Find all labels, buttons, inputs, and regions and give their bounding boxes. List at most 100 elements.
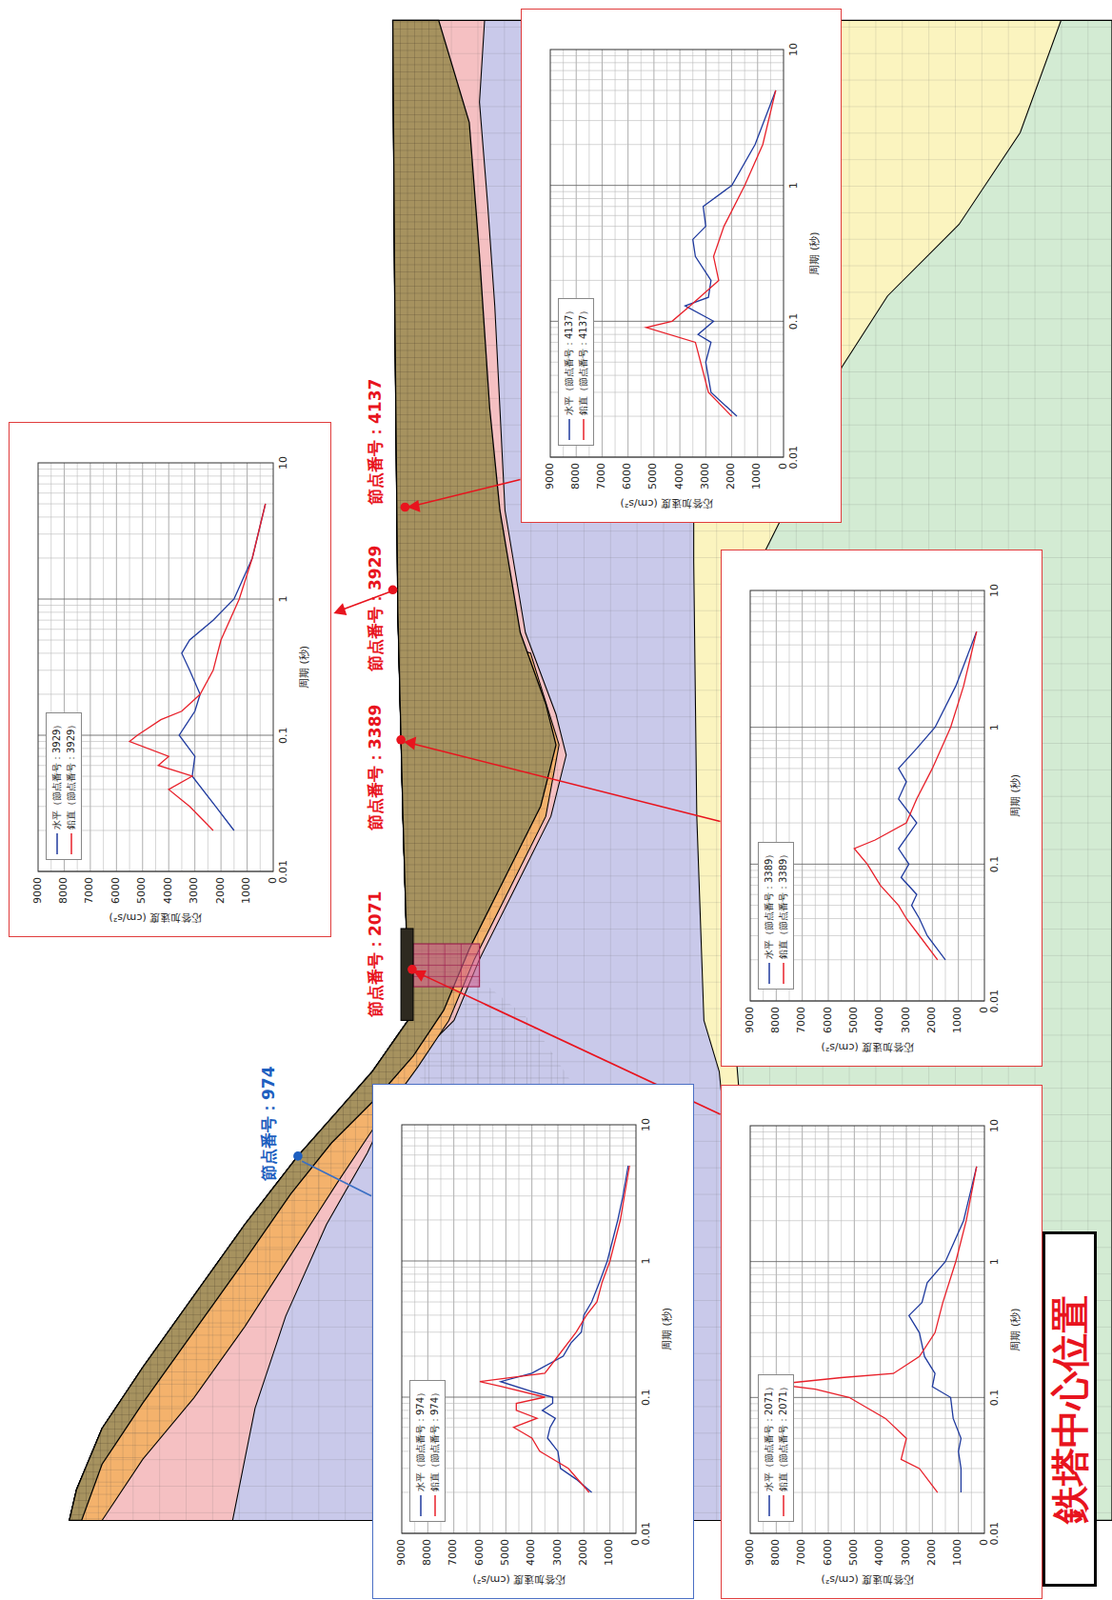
x-tick-label: 1 [989,1257,1002,1265]
spectrum-curve [479,1165,630,1492]
chart-panel: 90008000700060005000400030002000100000.0… [8,421,332,937]
y-tick-label: 5000 [848,1006,861,1033]
node-dot [396,734,406,745]
grid-line [155,462,157,872]
grid-line [750,1301,985,1303]
y-tick-label: 5000 [136,876,149,904]
y-tick-label: 3000 [900,1538,914,1566]
y-tick-label: 2000 [577,1538,591,1566]
spectrum-curve [129,503,266,831]
grid-line [550,55,784,57]
grid-line [750,733,985,735]
y-tick-label: 6000 [110,876,123,904]
legend-row: 鉛直（節点番号：2071） [775,1381,791,1516]
node-dot [400,502,411,513]
y-axis-title: 応答加速度 (cm/s²) [108,911,202,924]
spectrum-curve [500,1165,629,1492]
x-axis-title: 周期 (秒) [661,1307,675,1351]
spectrum-curve [685,90,776,417]
grid-line [750,1331,985,1333]
grid-line [401,1266,636,1268]
grid-line [756,49,758,457]
grid-line [814,1125,816,1533]
grid-line [550,205,784,207]
grid-line [853,1125,855,1533]
grid-line [750,1131,985,1132]
spectrum-curve [646,90,776,417]
leader-line [409,742,721,822]
legend-line-sample [779,1494,788,1516]
grid-line [750,1154,985,1156]
grid-line [89,462,91,872]
legend-text: 鉛直（節点番号：2071） [776,1381,791,1491]
grid-line [550,198,784,199]
grid-line [750,1178,985,1180]
grid-line [744,49,746,457]
grid-line [750,611,985,613]
chart-panel: 90008000700060005000400030002000100000.0… [520,8,842,523]
title-box: 鉄塔中心位置 [1042,1231,1097,1587]
tower-base [400,928,414,1020]
legend-text: 鉛直（節点番号：3389） [776,849,791,959]
legend-line [568,418,571,440]
chart-legend: 水平（節点番号：3389）鉛直（節点番号：3389） [757,841,795,990]
grid-line [750,747,985,749]
grid-line [401,1290,636,1291]
grid-line [731,49,733,457]
grid-line [38,693,274,695]
grid-line [750,1219,985,1221]
legend-line [782,962,785,984]
y-tick-label: 4000 [162,876,176,904]
grid-line [692,49,694,457]
y-tick-label: 8000 [570,462,583,490]
grid-line [750,1146,985,1148]
grid-line [246,462,248,872]
grid-line [801,590,803,1001]
grid-line [194,462,196,872]
x-tick-label: 0.1 [788,313,801,331]
grid-line [853,590,855,1001]
y-tick-label: 2000 [926,1006,939,1033]
legend-line-sample [565,418,574,440]
y-tick-label: 1000 [240,876,254,904]
y-tick-label: 6000 [621,462,635,490]
grid-line [750,644,985,646]
x-tick-label: 0.01 [278,859,291,884]
legend-line-sample [67,833,76,854]
chart-panel: 90008000700060005000400030002000100000.0… [720,1084,1043,1599]
y-tick-label: 5000 [848,1538,861,1566]
grid-line [129,462,131,872]
legend-text: 水平（節点番号：974） [414,1387,428,1491]
grid-line [750,756,985,758]
grid-line [550,70,784,72]
y-tick-label: 3000 [900,1006,914,1033]
node-dot [388,584,398,595]
legend-line [782,1494,785,1516]
grid-line [220,462,222,872]
grid-line [583,1124,585,1533]
grid-line [750,1260,985,1262]
grid-line [750,739,985,741]
x-tick-label: 10 [989,583,1002,597]
y-tick-label: 3000 [699,462,713,490]
legend-line-sample [579,418,588,440]
grid-line [879,1125,881,1533]
grid-line [918,1125,920,1533]
spectrum-curve [775,1166,977,1492]
y-axis-title: 応答加速度 (cm/s²) [820,1040,914,1053]
grid-line [750,595,985,597]
grid-line [38,556,274,558]
grid-line [814,590,816,1001]
legend-line [582,418,585,440]
plot-frame [550,49,784,457]
grid-line [750,780,985,782]
grid-line [801,1125,803,1533]
y-axis-title: 応答加速度 (cm/s²) [820,1572,914,1586]
grid-line [453,1124,455,1533]
grid-line [932,590,934,1001]
legend-text: 鉛直（節点番号：4137） [576,305,591,416]
y-tick-label: 6000 [474,1538,487,1566]
y-tick-label: 9000 [544,462,557,490]
y-tick-label: 5000 [647,462,660,490]
grid-line [609,1124,611,1533]
